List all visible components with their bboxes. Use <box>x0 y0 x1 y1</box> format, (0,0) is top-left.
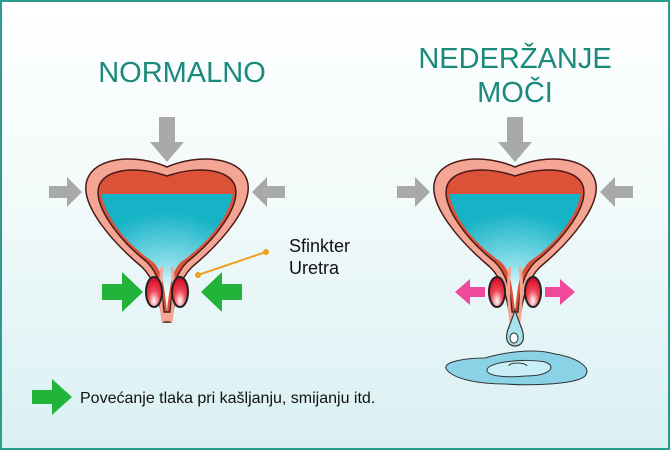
incontinence-title-line2: MOČI <box>477 75 553 109</box>
green-arrow-legend-icon <box>32 379 72 415</box>
pink-arrow-right-icon <box>545 279 575 305</box>
normal-bladder <box>49 117 285 324</box>
sphincter-pointer <box>195 249 269 278</box>
green-arrow-right-icon <box>102 272 143 312</box>
sphincter-label-line2: Uretra <box>289 258 340 278</box>
incontinence-title-line1: NEDERŽANJE <box>418 42 611 75</box>
legend: Povećanje tlaka pri kašljanju, smijanju … <box>32 379 375 415</box>
legend-text: Povećanje tlaka pri kašljanju, smijanju … <box>80 390 375 407</box>
green-arrow-left-icon <box>201 272 242 312</box>
sphincter-label-line1: Sfinkter <box>289 236 350 256</box>
bladder-illustration <box>432 157 598 324</box>
incontinence-bladder <box>397 117 633 386</box>
pink-arrow-left-icon <box>455 279 485 305</box>
normal-title: NORMALNO <box>98 57 266 89</box>
